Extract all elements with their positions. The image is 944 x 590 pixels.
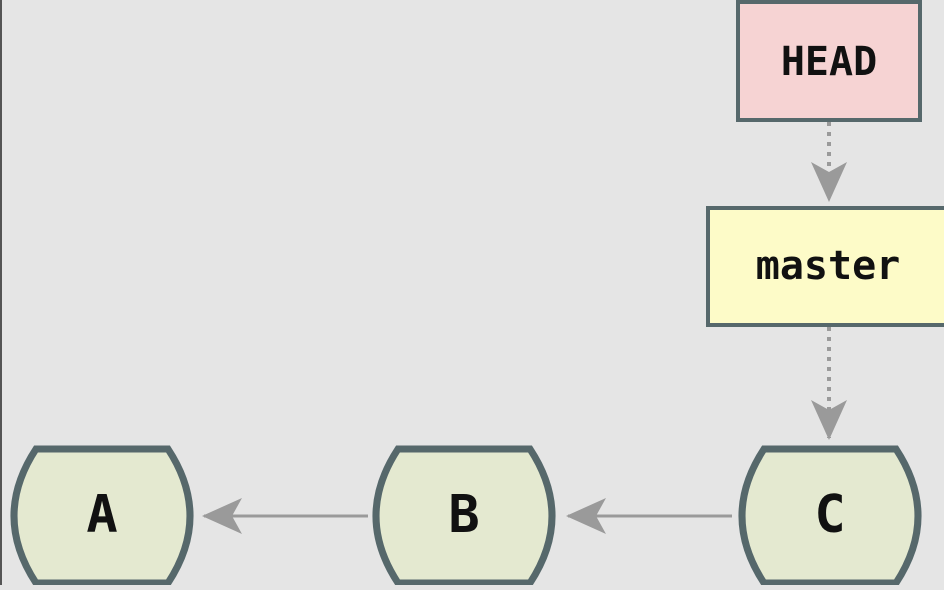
commit-label: C [814,485,845,545]
commit-c[interactable]: C [738,445,922,587]
commit-node-shape [738,445,922,587]
commit-a[interactable]: A [10,445,194,587]
branch-ref-box [706,206,944,327]
branch-master[interactable]: master [706,206,944,327]
commit-label: A [86,485,117,545]
commit-node-shape [372,445,556,587]
commit-b[interactable]: B [372,445,556,587]
head-ref[interactable]: HEAD [736,0,922,122]
branch-ref-label: master [756,243,901,289]
head-ref-box [736,0,922,122]
head-ref-label: HEAD [781,39,877,85]
commit-node-shape [10,445,194,587]
commit-label: B [448,485,479,545]
